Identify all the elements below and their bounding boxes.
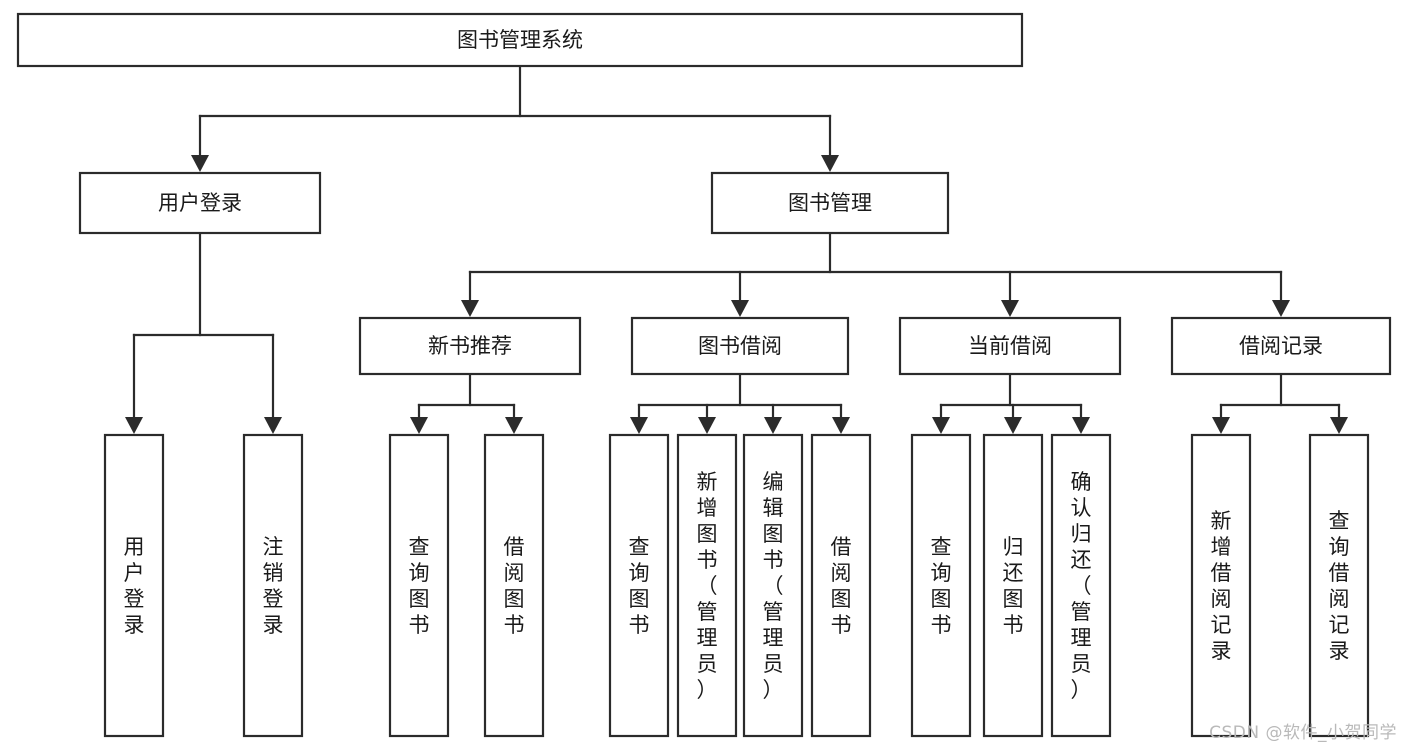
node-label-leaf-query-book-brw: 查询图书	[629, 535, 650, 637]
arrow-head-icon	[630, 417, 648, 434]
arrow-head-icon	[461, 300, 479, 317]
node-leaf-query-book-brw[interactable]: 查询图书	[608, 433, 670, 738]
node-box-user-login[interactable]	[78, 171, 322, 235]
node-layer: 图书管理系统用户登录图书管理新书推荐图书借阅当前借阅借阅记录用户登录注销登录查询…	[16, 12, 1392, 738]
arrow-head-icon	[821, 155, 839, 172]
arrow-head-icon	[410, 417, 428, 434]
node-label-leaf-edit-book-admin: 编辑图书（管理员）	[763, 470, 784, 702]
node-box-leaf-query-book-rec[interactable]	[388, 433, 450, 738]
node-leaf-user-logout[interactable]: 注销登录	[242, 433, 304, 738]
node-box-leaf-return-book[interactable]	[982, 433, 1044, 738]
node-box-book-manage[interactable]	[710, 171, 950, 235]
node-box-new-book-recommend[interactable]	[358, 316, 582, 376]
node-box-leaf-borrow-book-rec[interactable]	[483, 433, 545, 738]
node-box-leaf-add-book-admin[interactable]	[676, 433, 738, 738]
node-box-borrow-record[interactable]	[1170, 316, 1392, 376]
connector-bookmanage_to_level3	[468, 231, 1283, 304]
node-box-current-borrow[interactable]	[898, 316, 1122, 376]
node-borrow-record[interactable]: 借阅记录	[1170, 316, 1392, 376]
node-label-leaf-borrow-book-rec: 借阅图书	[504, 535, 525, 637]
arrow-head-icon	[1212, 417, 1230, 434]
node-leaf-return-book[interactable]: 归还图书	[982, 433, 1044, 738]
connector-recommend_to_leaves	[417, 372, 516, 421]
connector-root_to_level2	[198, 64, 832, 159]
csdn-watermark: CSDN @软件_小贺同学	[1209, 723, 1397, 743]
node-leaf-query-book-cur[interactable]: 查询图书	[910, 433, 972, 738]
node-label-leaf-return-book: 归还图书	[1003, 535, 1024, 637]
node-label-leaf-add-borrow-record: 新增借阅记录	[1211, 509, 1232, 663]
arrow-head-icon	[1330, 417, 1348, 434]
node-box-leaf-query-borrow-record[interactable]	[1308, 433, 1370, 738]
node-box-leaf-confirm-return-admin[interactable]	[1050, 433, 1112, 738]
arrow-head-icon	[264, 417, 282, 434]
connector-borrow_to_leaves	[637, 372, 843, 421]
node-box-root[interactable]	[16, 12, 1024, 68]
arrow-head-icon	[731, 300, 749, 317]
node-box-leaf-add-borrow-record[interactable]	[1190, 433, 1252, 738]
node-label-leaf-user-login: 用户登录	[124, 535, 145, 637]
node-box-leaf-borrow-book-brw[interactable]	[810, 433, 872, 738]
node-current-borrow[interactable]: 当前借阅	[898, 316, 1122, 376]
arrow-head-icon	[832, 417, 850, 434]
node-leaf-borrow-book-rec[interactable]: 借阅图书	[483, 433, 545, 738]
connector-layer	[125, 64, 1348, 434]
node-box-leaf-user-logout[interactable]	[242, 433, 304, 738]
connector-record_to_leaves	[1219, 372, 1341, 421]
node-label-book-manage: 图书管理	[788, 191, 872, 215]
arrow-head-icon	[125, 417, 143, 434]
node-box-leaf-user-login[interactable]	[103, 433, 165, 738]
node-user-login[interactable]: 用户登录	[78, 171, 322, 235]
node-label-leaf-query-book-rec: 查询图书	[409, 535, 430, 637]
node-leaf-user-login[interactable]: 用户登录	[103, 433, 165, 738]
node-leaf-edit-book-admin[interactable]: 编辑图书（管理员）	[742, 433, 804, 738]
node-root[interactable]: 图书管理系统	[16, 12, 1024, 68]
node-leaf-query-book-rec[interactable]: 查询图书	[388, 433, 450, 738]
node-book-borrow[interactable]: 图书借阅	[630, 316, 850, 376]
node-leaf-add-borrow-record[interactable]: 新增借阅记录	[1190, 433, 1252, 738]
arrow-head-icon	[505, 417, 523, 434]
node-box-book-borrow[interactable]	[630, 316, 850, 376]
node-label-root: 图书管理系统	[457, 28, 583, 52]
connector-userlogin_to_leaves	[132, 231, 275, 421]
node-leaf-borrow-book-brw[interactable]: 借阅图书	[810, 433, 872, 738]
node-label-new-book-recommend: 新书推荐	[428, 334, 512, 358]
node-box-leaf-edit-book-admin[interactable]	[742, 433, 804, 738]
node-book-manage[interactable]: 图书管理	[710, 171, 950, 235]
node-leaf-add-book-admin[interactable]: 新增图书（管理员）	[676, 433, 738, 738]
node-box-leaf-query-book-cur[interactable]	[910, 433, 972, 738]
node-label-leaf-borrow-book-brw: 借阅图书	[831, 535, 852, 637]
node-label-current-borrow: 当前借阅	[968, 334, 1052, 358]
arrow-head-icon	[764, 417, 782, 434]
arrow-head-icon	[1001, 300, 1019, 317]
node-box-leaf-query-book-brw[interactable]	[608, 433, 670, 738]
arrow-head-icon	[1272, 300, 1290, 317]
arrow-head-icon	[1072, 417, 1090, 434]
node-new-book-recommend[interactable]: 新书推荐	[358, 316, 582, 376]
node-leaf-confirm-return-admin[interactable]: 确认归还（管理员）	[1050, 433, 1112, 738]
node-label-leaf-query-book-cur: 查询图书	[931, 535, 952, 637]
arrow-head-icon	[932, 417, 950, 434]
node-label-borrow-record: 借阅记录	[1239, 334, 1323, 358]
connector-current_to_leaves	[939, 372, 1083, 421]
node-label-user-login: 用户登录	[158, 191, 242, 215]
node-label-leaf-query-borrow-record: 查询借阅记录	[1329, 509, 1350, 663]
node-label-leaf-add-book-admin: 新增图书（管理员）	[697, 470, 718, 702]
arrow-head-icon	[191, 155, 209, 172]
node-label-book-borrow: 图书借阅	[698, 334, 782, 358]
arrow-head-icon	[698, 417, 716, 434]
arrow-head-icon	[1004, 417, 1022, 434]
node-leaf-query-borrow-record[interactable]: 查询借阅记录	[1308, 433, 1370, 738]
node-label-leaf-confirm-return-admin: 确认归还（管理员）	[1071, 470, 1092, 702]
node-label-leaf-user-logout: 注销登录	[263, 535, 284, 637]
